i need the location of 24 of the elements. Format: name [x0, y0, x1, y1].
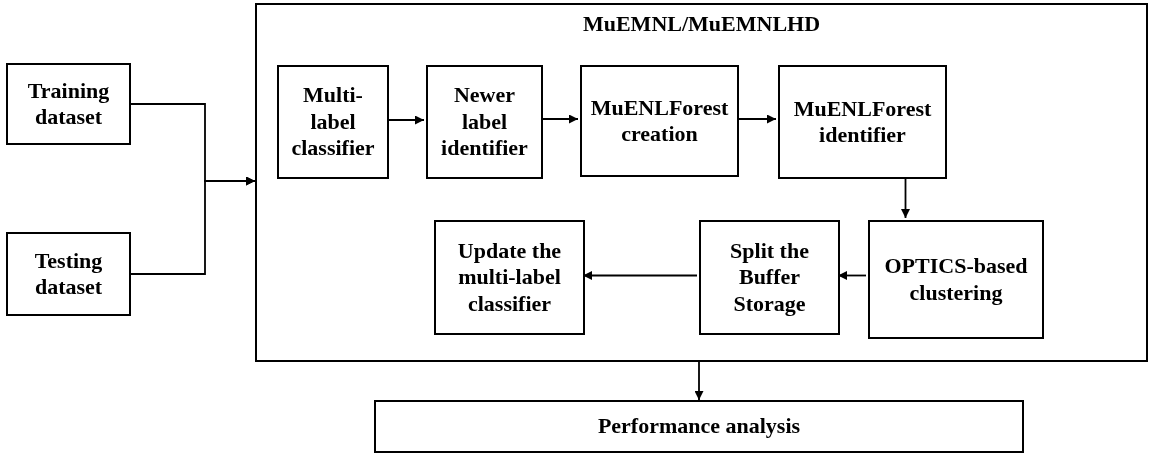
box-label: Split the Buffer Storage: [729, 237, 810, 318]
arrow: [694, 361, 704, 401]
box-label: MuENLForest identifier: [792, 95, 933, 149]
box-label: Update the multi-label classifier: [456, 237, 563, 318]
group-frame: [255, 3, 1148, 362]
box-label: MuENLForest creation: [589, 94, 730, 148]
process-box: [868, 220, 1044, 339]
group-title: MuEMNL/MuEMNLHD: [582, 11, 821, 38]
process-box: [699, 220, 840, 335]
process-box: [580, 65, 739, 177]
process-box: [6, 232, 131, 316]
box-label: Newer label identifier: [440, 82, 529, 162]
box-label: Performance analysis: [597, 413, 801, 440]
box-label: Testing dataset: [33, 247, 104, 301]
box-label: Multi-label classifier: [290, 82, 376, 162]
process-box: [426, 65, 543, 179]
process-box: [277, 65, 389, 179]
process-box: [434, 220, 585, 335]
arrow: [130, 176, 256, 275]
process-box: [6, 63, 131, 145]
box-label: Training dataset: [26, 77, 111, 131]
process-box: [374, 400, 1024, 453]
box-label: OPTICS-based clustering: [883, 253, 1029, 306]
process-box: [778, 65, 947, 179]
